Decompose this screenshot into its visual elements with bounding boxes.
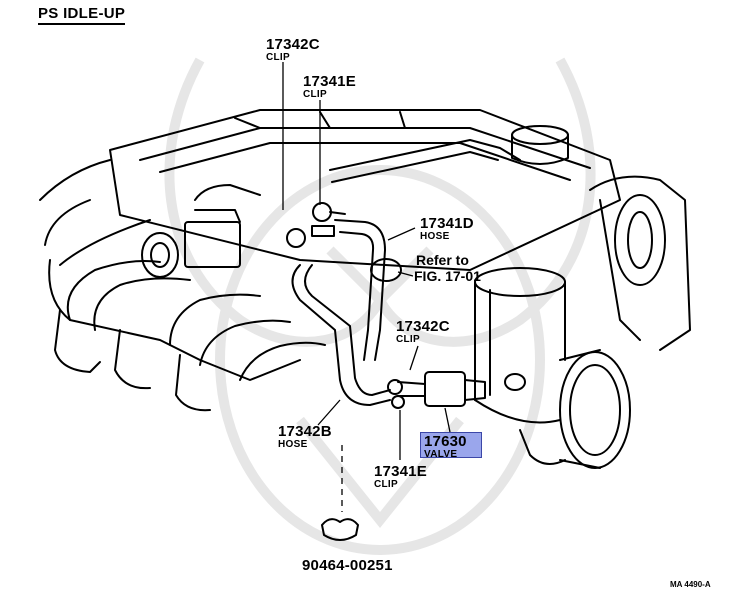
diagram-code: MA 4490-A <box>670 580 711 589</box>
highlighted-part-number: 17630 <box>424 433 467 450</box>
vsv-valve <box>424 371 466 407</box>
part-number-label: 17341E <box>374 463 427 480</box>
intake-manifold <box>48 259 301 381</box>
highlighted-part-box <box>420 432 482 458</box>
part-name-label: CLIP <box>374 479 398 490</box>
part-number-label: 17342C <box>396 318 450 335</box>
throttle-body <box>141 232 179 278</box>
part-name-label: CLIP <box>396 334 420 345</box>
valve-cover <box>109 109 621 271</box>
hose-17342B <box>291 264 391 406</box>
part-name-label: CLIP <box>266 52 290 63</box>
page-title: PS IDLE-UP <box>38 5 126 25</box>
part-number-label: 17341D <box>420 215 474 232</box>
part-name-label: VALVE <box>424 449 458 460</box>
part-name-label: HOSE <box>278 439 308 450</box>
part-number-label: 17342C <box>266 36 320 53</box>
part-number-label: 17342B <box>278 423 332 440</box>
hose-17341D <box>334 219 386 361</box>
filler-cap <box>511 125 569 145</box>
part-number-label: 17341E <box>303 73 356 90</box>
reference-line-2: FIG. 17-01 <box>414 268 481 284</box>
part-name-label: CLIP <box>303 89 327 100</box>
part-name-label: HOSE <box>420 231 450 242</box>
part-number-label: 90464-00251 <box>302 557 393 574</box>
clip-90464 <box>321 518 359 541</box>
reference-line-1: Refer to <box>416 252 469 268</box>
